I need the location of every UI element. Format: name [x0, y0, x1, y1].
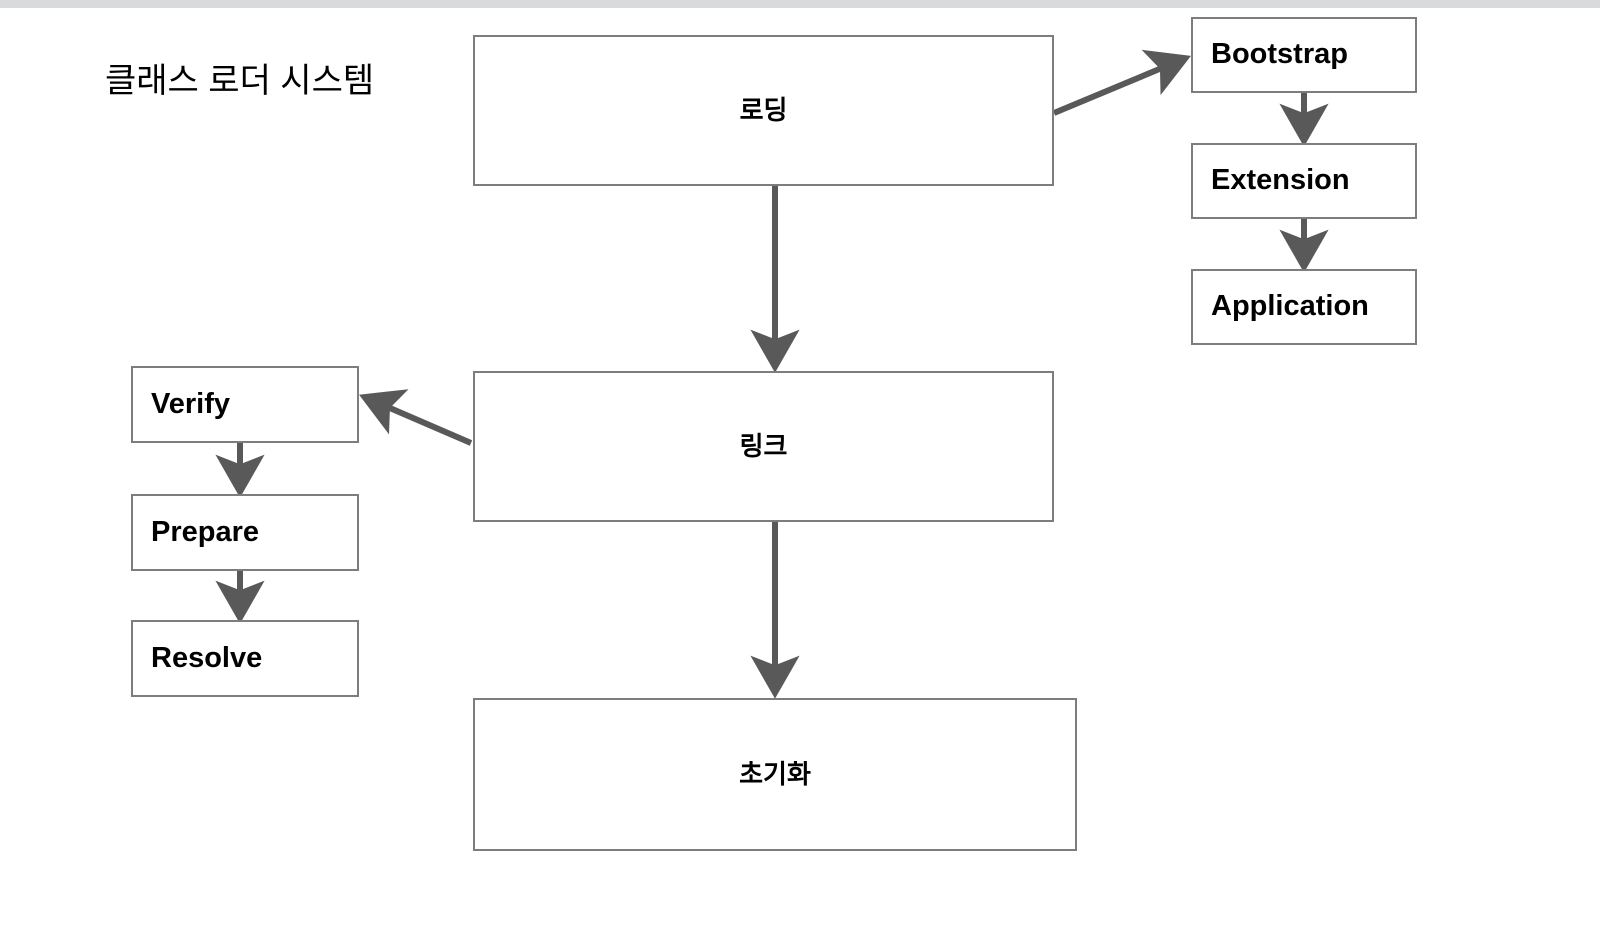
node-link[interactable]: 링크	[473, 371, 1054, 522]
node-extension[interactable]: Extension	[1191, 143, 1417, 219]
node-prepare[interactable]: Prepare	[131, 494, 359, 571]
node-application-label: Application	[1211, 290, 1369, 323]
node-verify[interactable]: Verify	[131, 366, 359, 443]
edge-loading-to-bootstrap	[1052, 49, 1191, 116]
node-prepare-label: Prepare	[151, 515, 260, 548]
top-strip	[0, 0, 1600, 8]
edge-link-to-verify	[359, 389, 473, 446]
node-bootstrap-label: Bootstrap	[1211, 38, 1348, 71]
node-application[interactable]: Application	[1191, 269, 1417, 345]
node-extension-label: Extension	[1211, 164, 1350, 197]
node-initialization-label: 초기화	[739, 759, 811, 790]
node-link-label: 링크	[739, 431, 788, 462]
node-loading-label: 로딩	[739, 95, 788, 126]
node-bootstrap[interactable]: Bootstrap	[1191, 17, 1417, 93]
page-title: 클래스 로더 시스템	[105, 62, 375, 100]
node-loading[interactable]: 로딩	[473, 35, 1054, 186]
node-initialization[interactable]: 초기화	[473, 698, 1077, 851]
node-resolve-label: Resolve	[151, 641, 263, 674]
node-resolve[interactable]: Resolve	[131, 620, 359, 697]
node-verify-label: Verify	[151, 387, 230, 420]
